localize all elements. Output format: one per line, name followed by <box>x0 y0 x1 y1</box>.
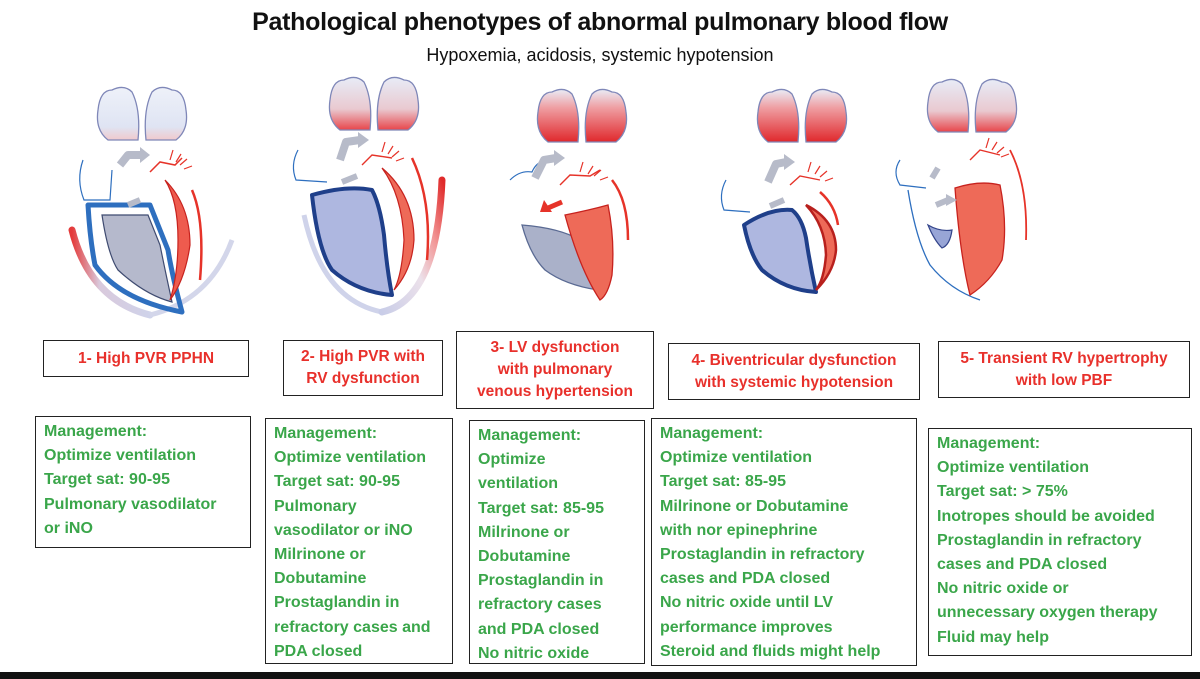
rv-cavity <box>101 214 173 303</box>
heart-panel-4 <box>720 88 848 294</box>
management-box-1: Management: Optimize ventilation Target … <box>35 416 251 548</box>
right-lung <box>96 86 140 141</box>
right-lung <box>328 76 372 131</box>
left-lung <box>376 76 420 131</box>
heart-panel-1 <box>68 86 235 319</box>
left-ventricle <box>164 179 191 301</box>
left-ventricle <box>954 182 1006 297</box>
pericardium-arc <box>68 226 154 319</box>
right-lung <box>926 78 970 133</box>
heart-diagrams <box>68 76 1028 319</box>
phenotype-label-1: 1- High PVR PPHN <box>43 340 249 377</box>
left-lung <box>144 86 188 141</box>
heart-panel-5 <box>895 78 1028 301</box>
page-title: Pathological phenotypes of abnormal pulm… <box>252 8 948 36</box>
left-ventricle <box>381 167 415 291</box>
right-ventricle <box>85 202 185 315</box>
management-box-5: Management: Optimize ventilation Target … <box>928 428 1192 656</box>
page-subtitle: Hypoxemia, acidosis, systemic hypotensio… <box>426 45 774 65</box>
right-ventricle <box>926 223 953 249</box>
bottom-bar <box>0 672 1200 679</box>
right-lung <box>536 88 580 143</box>
left-ventricle <box>564 204 614 301</box>
right-lung <box>756 88 800 143</box>
left-lung <box>804 88 848 143</box>
left-ventricle <box>805 203 838 291</box>
left-lung <box>974 78 1018 133</box>
left-lung <box>584 88 628 143</box>
heart-panel-2 <box>292 76 446 316</box>
right-ventricle <box>742 207 818 294</box>
pericardium-arc <box>378 176 446 316</box>
right-ventricle <box>310 186 394 297</box>
management-box-2: Management: Optimize ventilation Target … <box>265 418 453 664</box>
heart-panel-3 <box>509 88 630 301</box>
management-box-4: Management: Optimize ventilation Target … <box>651 418 917 666</box>
management-box-3: Management: Optimize ventilation Target … <box>469 420 645 664</box>
